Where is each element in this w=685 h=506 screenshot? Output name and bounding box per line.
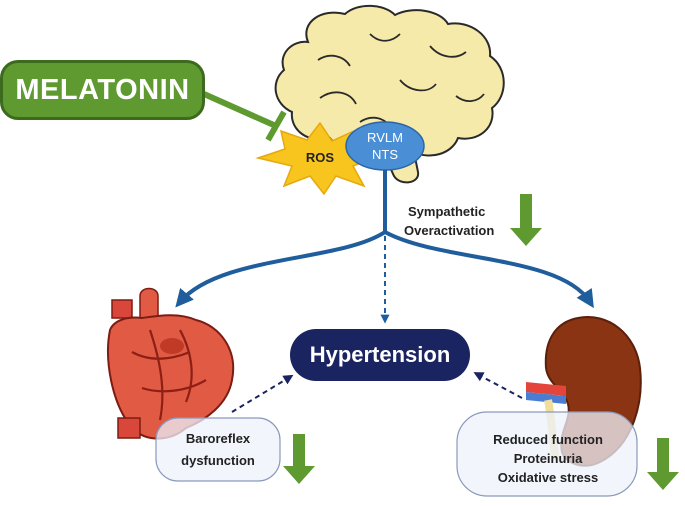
down-arrow-baroreflex xyxy=(283,434,315,484)
kidney-effects-box: Reduced function Proteinuria Oxidative s… xyxy=(456,411,638,497)
down-arrow-kidney xyxy=(647,438,679,490)
sympathetic-line-2: Overactivation xyxy=(404,223,495,238)
baroreflex-line-1: Baroreflex xyxy=(186,431,251,446)
kidney-effect-3: Oxidative stress xyxy=(498,470,598,485)
baroreflex-line-2: dysfunction xyxy=(181,453,255,468)
hypertension-node: Hypertension xyxy=(290,329,470,381)
melatonin-label: MELATONIN xyxy=(0,60,205,120)
rvlm-nts-node: RVLM NTS xyxy=(345,121,425,171)
baroreflex-box: Baroreflex dysfunction xyxy=(155,417,281,482)
nts-label: NTS xyxy=(372,147,398,162)
rvlm-label: RVLM xyxy=(367,130,403,145)
sympathetic-text: Sympathetic Overactivation xyxy=(404,202,494,240)
heart-illustration xyxy=(107,287,235,440)
kidney-effect-1: Reduced function xyxy=(493,432,603,447)
inhibition-line xyxy=(202,91,287,142)
dashed-arrows xyxy=(231,372,523,413)
blue-arrows xyxy=(175,170,594,324)
ros-label: ROS xyxy=(306,150,335,165)
down-arrow-sympathetic xyxy=(510,194,542,246)
sympathetic-line-1: Sympathetic xyxy=(408,204,486,219)
kidney-effect-2: Proteinuria xyxy=(514,451,583,466)
brain-illustration xyxy=(274,4,505,184)
